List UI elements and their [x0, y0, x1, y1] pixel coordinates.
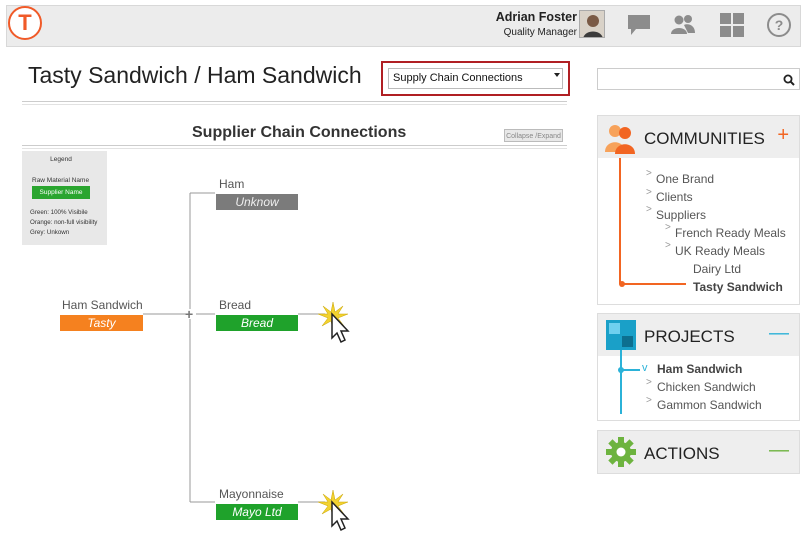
actions-title: ACTIONS	[644, 444, 720, 463]
click-cursor-icon	[317, 488, 358, 539]
projects-panel: PROJECTS — v Ham Sandwich > Chicken Sand…	[597, 313, 800, 421]
child-supplier-node[interactable]: Unknow	[216, 194, 298, 210]
divider	[22, 101, 567, 102]
legend-orange-line: Orange: non-full visibility	[30, 219, 98, 226]
users-icon[interactable]	[670, 12, 696, 38]
project-item[interactable]: Gammon Sandwich	[657, 398, 762, 412]
click-cursor-icon	[317, 300, 358, 351]
chevron-right-icon: >	[646, 377, 652, 388]
child-supplier-node[interactable]: Bread Company	[216, 315, 298, 346]
view-select-highlight: Supply Chain Connections	[381, 61, 570, 96]
communities-tree-lines	[619, 158, 686, 287]
projects-title: PROJECTS	[644, 327, 735, 346]
legend: Legend Raw Material Name Supplier Name G…	[22, 151, 107, 245]
expand-node-button[interactable]: +	[185, 306, 194, 322]
chevron-right-icon: >	[665, 222, 671, 233]
legend-green-line: Green: 100% Visibile	[30, 209, 88, 216]
divider	[22, 145, 567, 146]
projects-icon	[606, 320, 636, 355]
view-select[interactable]: Supply Chain Connections	[388, 68, 563, 89]
root-supplier-node[interactable]: Tasty Sandwich	[60, 315, 143, 346]
community-item[interactable]: Dairy Ltd	[693, 262, 742, 276]
community-item-active[interactable]: Tasty Sandwich	[693, 280, 783, 294]
divider	[22, 148, 567, 149]
chevron-down-icon[interactable]	[554, 73, 560, 77]
logo-letter: T	[18, 10, 32, 35]
projects-tree-lines	[618, 350, 640, 414]
child-material-label: Bread	[219, 298, 252, 312]
chart-title: Supplier Chain Connections	[192, 124, 407, 141]
chevron-right-icon: >	[646, 395, 652, 406]
actions-toggle[interactable]: —	[769, 439, 789, 461]
search-icon[interactable]	[783, 73, 795, 91]
root-material-label: Ham Sandwich	[62, 298, 143, 312]
community-item[interactable]: Suppliers	[656, 208, 707, 222]
user-role: Quality Manager	[503, 27, 577, 38]
community-item[interactable]: Clients	[656, 190, 693, 204]
legend-title: Legend	[50, 156, 72, 163]
gear-icon	[606, 437, 636, 472]
legend-grey-line: Grey: Unkown	[30, 229, 70, 236]
actions-panel: ACTIONS —	[597, 430, 800, 474]
chevron-down-icon: v	[642, 362, 648, 374]
chat-icon[interactable]	[626, 12, 652, 38]
search-input[interactable]	[597, 68, 800, 90]
child-material-label: Mayonnaise	[219, 487, 284, 501]
avatar[interactable]	[579, 10, 605, 38]
legend-supplier-box: Supplier Name	[32, 186, 90, 199]
projects-toggle[interactable]: —	[769, 322, 789, 344]
community-item[interactable]: French Ready Meals	[675, 226, 786, 240]
legend-raw-label: Raw Material Name	[32, 177, 90, 184]
communities-panel: COMMUNITIES + > One Brand > Clients > Su…	[597, 115, 800, 305]
chevron-right-icon: >	[646, 187, 652, 198]
chevron-right-icon: >	[646, 168, 652, 179]
svg-text:?: ?	[775, 17, 784, 33]
divider	[22, 104, 567, 105]
dashboard-grid-icon[interactable]	[719, 12, 745, 38]
chevron-right-icon: >	[646, 204, 652, 215]
communities-title: COMMUNITIES	[644, 129, 765, 148]
project-item[interactable]: Chicken Sandwich	[657, 380, 756, 394]
top-bar	[6, 5, 801, 47]
project-item-active[interactable]: Ham Sandwich	[657, 362, 743, 376]
communities-toggle[interactable]: +	[777, 124, 789, 146]
community-item[interactable]: UK Ready Meals	[675, 244, 766, 258]
user-name[interactable]: Adrian Foster	[495, 10, 577, 24]
communities-icon	[604, 122, 636, 159]
page-title: Tasty Sandwich / Ham Sandwich	[28, 62, 362, 88]
collapse-expand-button[interactable]: Collapse /Expand	[504, 129, 563, 142]
child-supplier-node[interactable]: Mayo Ltd	[216, 504, 298, 520]
help-icon[interactable]: ?	[766, 12, 792, 38]
chevron-right-icon: >	[665, 240, 671, 251]
app-logo[interactable]: T	[8, 6, 42, 40]
community-item[interactable]: One Brand	[656, 172, 715, 186]
child-material-label: Ham	[219, 177, 245, 191]
